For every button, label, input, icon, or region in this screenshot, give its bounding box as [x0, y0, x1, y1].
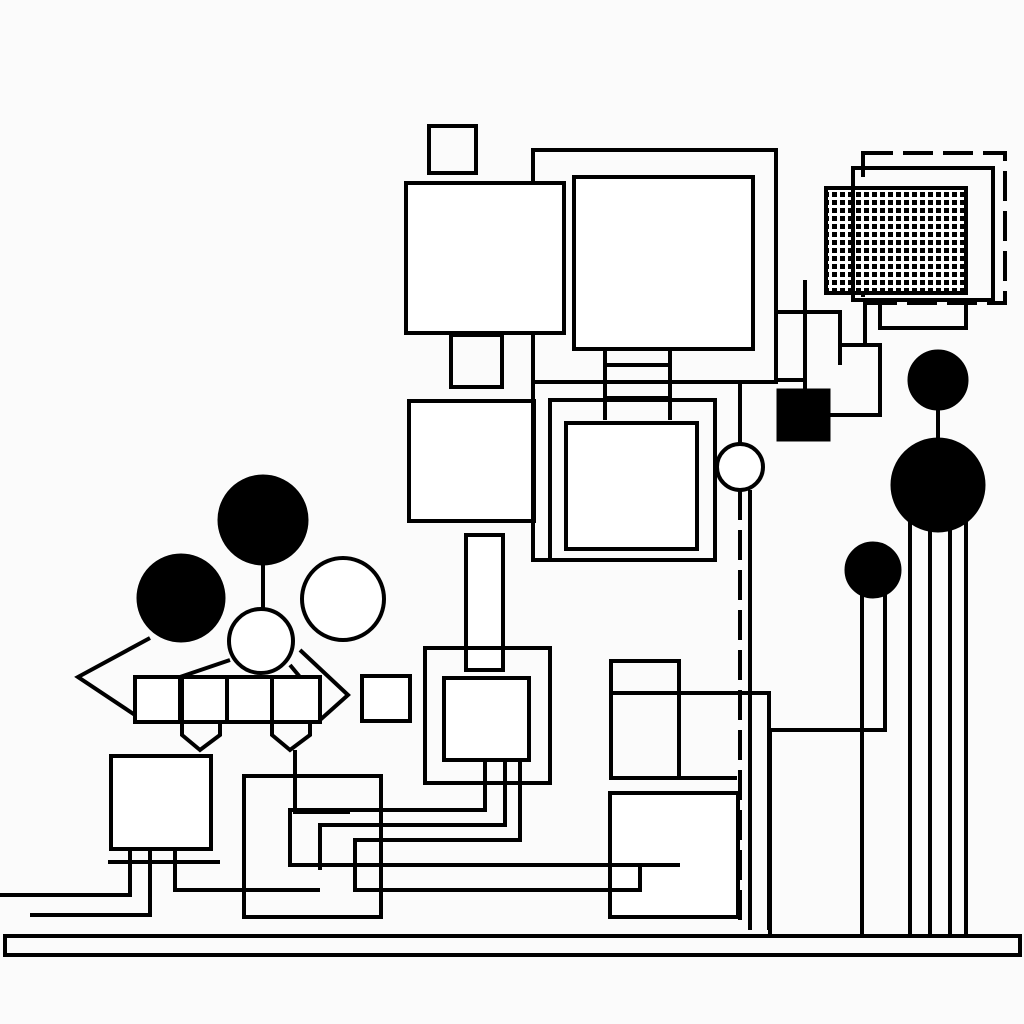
- connector: [611, 691, 771, 930]
- side-box: [360, 674, 412, 723]
- open-node: [715, 442, 765, 492]
- mid-inner-block: [564, 421, 699, 551]
- connector-box: [449, 333, 504, 389]
- row-box: [270, 675, 322, 724]
- filled-square-icon: [776, 388, 831, 442]
- filled-node: [136, 553, 226, 643]
- vertical-bus: [908, 500, 968, 935]
- connector: [74, 636, 351, 722]
- right-tall-block: [609, 659, 681, 780]
- open-node: [300, 556, 386, 642]
- grid-base: [878, 298, 968, 330]
- connector: [603, 349, 672, 420]
- connector: [768, 590, 887, 935]
- row-box: [225, 675, 274, 724]
- hub-node: [227, 607, 295, 675]
- mid-left-block: [407, 399, 536, 523]
- ground-bus: [3, 934, 1022, 957]
- row-box: [133, 675, 182, 724]
- left-block: [404, 181, 566, 335]
- small-top-box: [427, 124, 478, 175]
- center-inner-block: [442, 676, 531, 762]
- center-frame: [423, 646, 552, 785]
- center-lower-block: [242, 774, 383, 919]
- connector: [0, 849, 320, 917]
- funnel-connector: [180, 722, 350, 814]
- large-inner-block: [572, 175, 755, 351]
- connector: [738, 280, 882, 445]
- right-lower-block: [608, 791, 740, 919]
- row-box: [180, 675, 229, 724]
- filled-node: [844, 541, 902, 599]
- filled-node-large: [890, 437, 986, 533]
- left-lower-block: [109, 754, 213, 851]
- frame-outline: [531, 382, 715, 562]
- connector: [288, 760, 680, 892]
- filled-node: [907, 349, 969, 411]
- hatched-grid-icon: [824, 186, 968, 295]
- filled-node: [217, 474, 309, 566]
